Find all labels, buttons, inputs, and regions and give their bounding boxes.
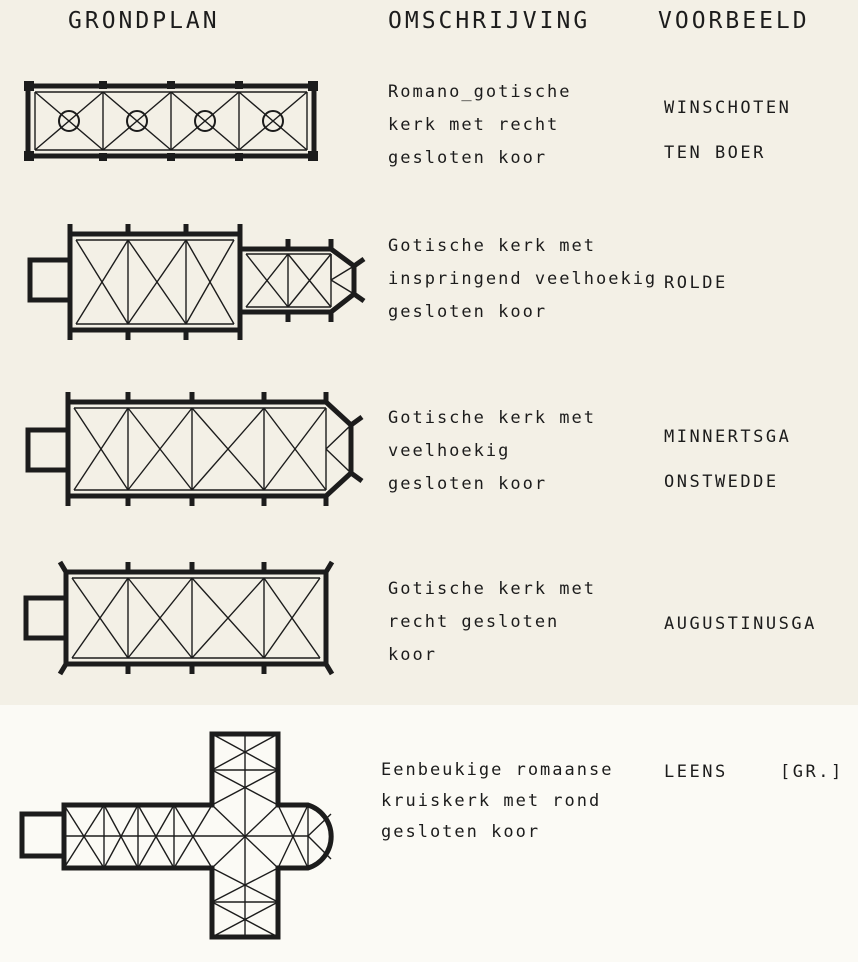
header-example: VOORBEELD bbox=[658, 8, 810, 34]
buttresses bbox=[65, 392, 364, 506]
description-line: veelhoekig bbox=[388, 441, 511, 461]
example-place: ROLDE bbox=[664, 273, 728, 293]
description-line: gesloten koor bbox=[388, 148, 548, 168]
tower bbox=[25, 427, 71, 473]
description-row-5: Eenbeukige romaanse kruiskerk met rond g… bbox=[381, 755, 613, 848]
floor-plan-gothic-recessed-polygonal bbox=[27, 224, 366, 340]
lower-paper-region bbox=[0, 705, 858, 962]
description-line: inspringend veelhoekig bbox=[388, 269, 658, 289]
description-row-4: Gotische kerk met recht gesloten koor bbox=[388, 573, 596, 672]
description-line: koor bbox=[388, 645, 437, 665]
description-line: Gotische kerk met bbox=[388, 579, 596, 599]
example-place: WINSCHOTEN bbox=[664, 98, 792, 118]
floor-plan-gothic-polygonal bbox=[25, 392, 364, 506]
tower bbox=[19, 811, 67, 859]
description-line: gesloten koor bbox=[388, 302, 548, 322]
nave bbox=[67, 231, 243, 333]
example-row-5: LEENS bbox=[664, 750, 728, 795]
floor-plan-gothic-straight bbox=[23, 560, 335, 676]
example-row-5-region: [GR.] bbox=[780, 750, 844, 795]
example-place: AUGUSTINUSGA bbox=[664, 614, 817, 634]
buttresses bbox=[57, 560, 335, 676]
description-line: kerk met recht bbox=[388, 115, 560, 135]
nave bbox=[63, 569, 329, 667]
vault-lines bbox=[73, 407, 352, 491]
example-row-4: AUGUSTINUSGA bbox=[664, 602, 817, 647]
example-place: LEENS bbox=[664, 762, 728, 782]
example-place: TEN BOER bbox=[664, 143, 766, 163]
vault-lines bbox=[63, 733, 332, 938]
description-row-2: Gotische kerk met inspringend veelhoekig… bbox=[388, 230, 657, 329]
vault-lines bbox=[75, 239, 355, 325]
floor-plan-romano-gothic bbox=[24, 81, 318, 161]
floor-plan-romanesque-cruciform bbox=[19, 731, 334, 940]
description-row-3: Gotische kerk met veelhoekig gesloten ko… bbox=[388, 402, 596, 501]
description-line: Romano_gotische bbox=[388, 82, 572, 102]
example-place: MINNERTSGA bbox=[664, 427, 792, 447]
tower bbox=[27, 257, 73, 303]
description-line: gesloten koor bbox=[381, 822, 541, 842]
description-line: Gotische kerk met bbox=[388, 408, 596, 428]
vault-lines bbox=[71, 577, 321, 659]
description-line: kruiskerk met rond bbox=[381, 791, 602, 811]
example-row-2: ROLDE bbox=[664, 261, 728, 306]
vault-lines bbox=[34, 91, 308, 151]
buttresses bbox=[67, 224, 366, 340]
description-line: recht gesloten bbox=[388, 612, 560, 632]
header-plan: GRONDPLAN bbox=[68, 8, 220, 34]
description-row-1: Romano_gotische kerk met recht gesloten … bbox=[388, 76, 572, 175]
nave-and-choir bbox=[65, 399, 354, 499]
example-row-3: MINNERTSGA ONSTWEDDE bbox=[664, 415, 791, 505]
description-line: Gotische kerk met bbox=[388, 236, 596, 256]
example-row-1: WINSCHOTEN TEN BOER bbox=[664, 86, 791, 176]
buttresses bbox=[24, 81, 318, 161]
description-line: gesloten koor bbox=[388, 474, 548, 494]
header-description: OMSCHRIJVING bbox=[388, 8, 591, 34]
choir bbox=[240, 246, 357, 315]
example-place: ONSTWEDDE bbox=[664, 472, 779, 492]
tower bbox=[23, 595, 69, 641]
description-line: Eenbeukige romaanse bbox=[381, 760, 614, 780]
example-region: [GR.] bbox=[780, 762, 844, 782]
